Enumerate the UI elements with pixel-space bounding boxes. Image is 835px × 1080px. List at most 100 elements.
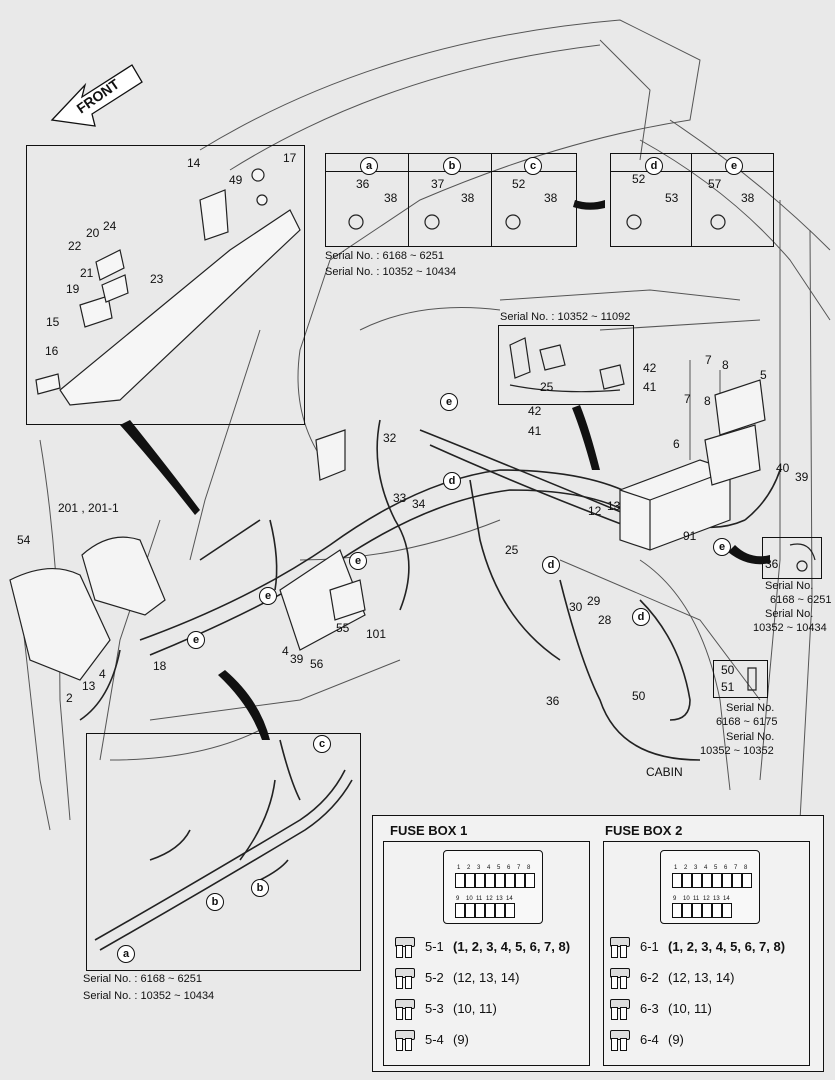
fuse-id: 5-1 — [425, 939, 444, 954]
callout-41: 41 — [528, 424, 542, 438]
marker-e: e — [259, 587, 277, 605]
callout-13: 13 — [82, 679, 96, 693]
detail-panel-50 — [713, 660, 768, 698]
fuse-slot — [712, 903, 722, 918]
serial-bottom-2: Serial No. : 10352 ~ 10434 — [83, 990, 215, 1002]
fuse-slot-number: 7 — [734, 865, 738, 871]
fuse-slot — [692, 903, 702, 918]
callout-38: 38 — [544, 191, 558, 205]
callout-39: 39 — [795, 470, 809, 484]
fuse-id: 6-1 — [640, 939, 659, 954]
fuse-id: 5-3 — [425, 1001, 444, 1016]
fuse-slot-number: 4 — [704, 865, 708, 871]
fuse-slot-number: 7 — [517, 865, 521, 871]
callout-23: 23 — [150, 272, 164, 286]
fuse-circuits: (1, 2, 3, 4, 5, 6, 7, 8) — [668, 939, 786, 954]
callout-52: 52 — [512, 177, 526, 191]
fuse-slot-number: 9 — [456, 896, 460, 902]
fuse-slot — [722, 873, 732, 888]
callout-2: 2 — [66, 691, 73, 705]
marker-e: e — [713, 538, 731, 556]
fuse-icon — [395, 1030, 415, 1051]
marker-d: d — [542, 556, 560, 574]
callout-42: 42 — [528, 404, 542, 418]
harness-marker-b: b — [206, 893, 224, 911]
detail-letter-c: c — [524, 157, 542, 175]
fuse-slot — [505, 903, 515, 918]
serial-50-3: Serial No. — [726, 731, 775, 743]
callout-38: 38 — [461, 191, 475, 205]
marker-e: e — [187, 631, 205, 649]
serial-bottom-1: Serial No. : 6168 ~ 6251 — [83, 973, 202, 985]
callout-38: 38 — [741, 191, 755, 205]
fuse-slot — [682, 903, 692, 918]
serial-right-2: 6168 ~ 6251 — [770, 594, 832, 606]
callout-42: 42 — [643, 361, 657, 375]
fuse-slot-number: 11 — [693, 896, 700, 902]
fuse-id: 5-4 — [425, 1032, 444, 1047]
fuse-slot — [702, 873, 712, 888]
serial-50-4: 10352 ~ 10352 — [700, 745, 774, 757]
fuse-slot-number: 4 — [487, 865, 491, 871]
callout-7: 7 — [684, 392, 691, 406]
callout-51: 51 — [721, 680, 735, 694]
fuse-slot — [455, 873, 465, 888]
fuse-slot — [475, 873, 485, 888]
serial-mid: Serial No. : 10352 ~ 11092 — [500, 311, 631, 323]
fuse-slot — [495, 903, 505, 918]
serial-abc-1: Serial No. : 6168 ~ 6251 — [325, 250, 444, 262]
detail-letter-a: a — [360, 157, 378, 175]
fuse-slot — [692, 873, 702, 888]
harness-marker-a: a — [117, 945, 135, 963]
callout-40: 40 — [776, 461, 790, 475]
fuse-slot — [465, 873, 475, 888]
callout-39: 39 — [290, 652, 304, 666]
fuse-slot — [672, 873, 682, 888]
callout-6: 6 — [673, 437, 680, 451]
fuse-circuits: (12, 13, 14) — [453, 970, 520, 985]
fuse-icon — [395, 999, 415, 1020]
serial-50-1: Serial No. — [726, 702, 775, 714]
fuse-slot — [722, 903, 732, 918]
fuse-slot — [672, 903, 682, 918]
fuse-icon — [395, 968, 415, 989]
fuse-id: 6-2 — [640, 970, 659, 985]
callout-4: 4 — [282, 644, 289, 658]
fuse-slot-number: 9 — [673, 896, 677, 902]
fuse-slot-number: 1 — [457, 865, 461, 871]
fuse-slot-number: 8 — [527, 865, 531, 871]
fuse-slot — [525, 873, 535, 888]
callout-17: 17 — [283, 151, 297, 165]
harness-marker-c: c — [313, 735, 331, 753]
callout-91: 91 — [683, 529, 697, 543]
callout-101: 101 — [366, 627, 387, 641]
fuse-slot — [465, 903, 475, 918]
callout-7: 7 — [705, 353, 712, 367]
detail-panel-36 — [762, 537, 822, 579]
fuse-slot-number: 1 — [674, 865, 678, 871]
callout-56: 56 — [310, 657, 324, 671]
fuse-slot — [515, 873, 525, 888]
callout-34: 34 — [412, 497, 426, 511]
fuse-slot-number: 12 — [486, 896, 493, 902]
cabin-label: CABIN — [646, 765, 683, 779]
fuse-icon — [610, 999, 630, 1020]
callout-19: 19 — [66, 282, 80, 296]
detail-letter-b: b — [443, 157, 461, 175]
callout-49: 49 — [229, 173, 243, 187]
callout-24: 24 — [103, 219, 117, 233]
detail-letter-e: e — [725, 157, 743, 175]
callout-12: 12 — [588, 504, 602, 518]
fuse-slot-number: 2 — [684, 865, 688, 871]
callout-33: 33 — [393, 491, 407, 505]
callout-36: 36 — [765, 557, 779, 571]
fuse-slot — [742, 873, 752, 888]
callout-53: 53 — [665, 191, 679, 205]
fuse-slot — [495, 873, 505, 888]
callout-18: 18 — [153, 659, 167, 673]
fuse-slot-number: 6 — [724, 865, 728, 871]
callout-30: 30 — [569, 600, 583, 614]
callout-50: 50 — [721, 663, 735, 677]
fuse-slot — [712, 873, 722, 888]
fuse-circuits: (9) — [668, 1032, 684, 1047]
